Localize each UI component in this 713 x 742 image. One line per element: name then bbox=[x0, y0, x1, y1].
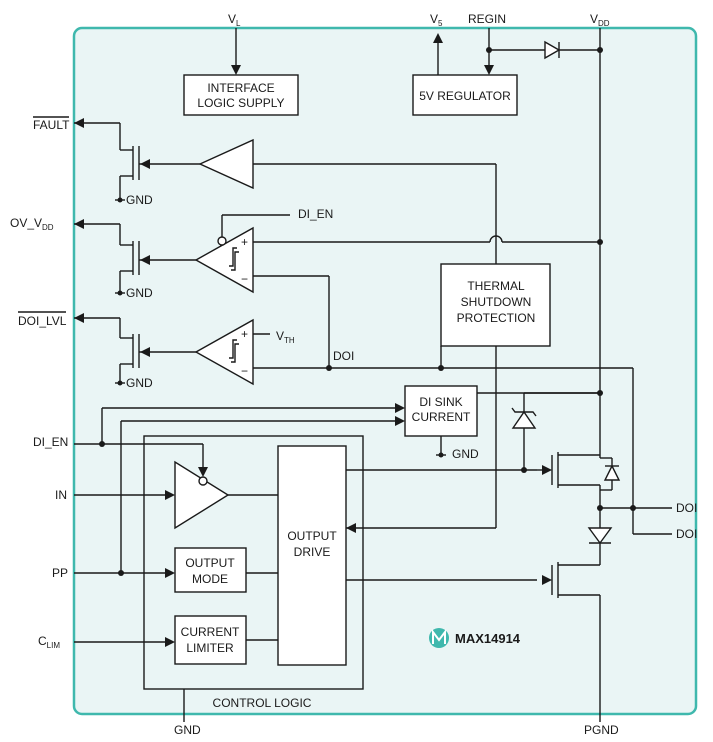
diode-regin bbox=[544, 40, 561, 60]
control-logic-block bbox=[143, 435, 364, 690]
di-sink-label-2: CURRENT bbox=[412, 410, 471, 424]
thermal-label-3: PROTECTION bbox=[457, 311, 536, 325]
hysteresis-icon-1 bbox=[231, 251, 239, 271]
arrow-v5 bbox=[433, 33, 443, 43]
wire-crossover bbox=[489, 235, 503, 243]
pin-doi-label-2: DOI bbox=[676, 527, 697, 541]
pin-in-label: IN bbox=[55, 488, 67, 502]
output-drive-block bbox=[277, 445, 347, 666]
arrow-vl bbox=[231, 65, 241, 75]
pin-fault-label: FAULT bbox=[33, 118, 70, 132]
output-mode-label-2: MODE bbox=[192, 572, 228, 586]
regulator-label: 5V REGULATOR bbox=[419, 89, 511, 103]
di-sink-label-1: DI SINK bbox=[419, 395, 462, 409]
maxim-logo bbox=[429, 628, 449, 648]
comparator-plus-1: + bbox=[241, 235, 248, 249]
pin-pgnd-label: PGND bbox=[584, 723, 619, 737]
pin-regin-label: REGIN bbox=[468, 12, 506, 26]
output-mode-block bbox=[174, 547, 247, 593]
doi-internal-label: DOI bbox=[333, 349, 354, 363]
thermal-label-1: THERMAL bbox=[467, 279, 525, 293]
pin-gnd-label: GND bbox=[174, 723, 201, 737]
interface-logic-label-2: LOGIC SUPPLY bbox=[197, 96, 284, 110]
arrow-regin bbox=[484, 65, 494, 75]
output-mode-label-1: OUTPUT bbox=[185, 556, 235, 570]
comparator-minus-1: − bbox=[241, 272, 248, 286]
output-drive-label-1: OUTPUT bbox=[287, 529, 337, 543]
pin-clim-label: CLIM bbox=[38, 634, 60, 650]
di-en-internal-label: DI_EN bbox=[298, 207, 333, 221]
enable-bubble bbox=[217, 236, 227, 246]
interface-logic-supply-block bbox=[183, 74, 299, 116]
comparator-minus-2: − bbox=[241, 364, 248, 378]
current-limiter-label-2: LIMITER bbox=[186, 641, 234, 655]
comparator-plus-2: + bbox=[241, 327, 248, 341]
pin-ov-vdd-label: OV_VDD bbox=[10, 216, 54, 232]
current-limiter-block bbox=[174, 615, 247, 665]
vth-label: VTH bbox=[276, 329, 295, 345]
chip-outline bbox=[72, 26, 698, 716]
gnd-label-1: GND bbox=[126, 193, 153, 207]
pin-v5-label: V5 bbox=[430, 12, 443, 28]
interface-logic-label-1: INTERFACE bbox=[207, 81, 274, 95]
part-number-label: MAX14914 bbox=[455, 631, 521, 646]
output-drive-label-2: DRIVE bbox=[294, 545, 331, 559]
pin-doi-label-1: DOI bbox=[676, 501, 697, 515]
current-limiter-label-1: CURRENT bbox=[181, 625, 240, 639]
zener-diode bbox=[511, 410, 537, 429]
gnd-label-3: GND bbox=[126, 376, 153, 390]
pin-vdd-label: VDD bbox=[590, 12, 610, 28]
comparator-doi-lvl bbox=[194, 318, 254, 386]
hysteresis-icon-2 bbox=[231, 343, 239, 363]
control-logic-label: CONTROL LOGIC bbox=[213, 696, 312, 710]
series-diode bbox=[587, 527, 613, 545]
gnd-sink-label: GND bbox=[452, 447, 479, 461]
5v-regulator-block bbox=[412, 74, 518, 116]
pin-di-en-label: DI_EN bbox=[33, 435, 68, 449]
pin-pp-label: PP bbox=[52, 566, 68, 580]
pin-doi-lvl-label: DOI_LVL bbox=[18, 314, 67, 328]
thermal-label-2: SHUTDOWN bbox=[461, 295, 532, 309]
thermal-shutdown-block bbox=[440, 263, 551, 347]
pin-vl-label: VL bbox=[228, 12, 241, 28]
gnd-label-2: GND bbox=[126, 286, 153, 300]
